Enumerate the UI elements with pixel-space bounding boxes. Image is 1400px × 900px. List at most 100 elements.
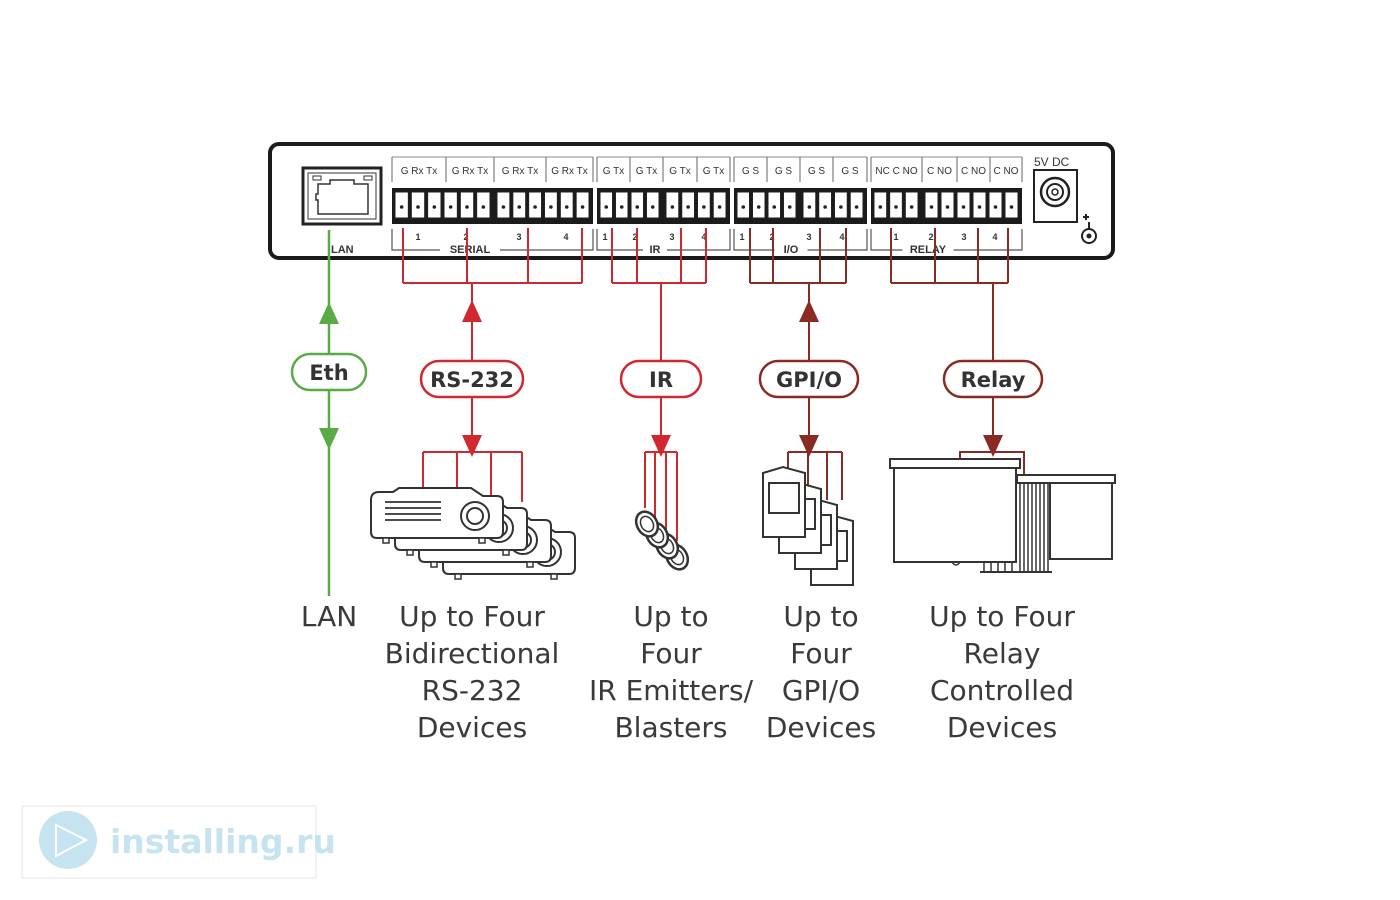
terminal-pin [615,191,629,219]
terminal-pin [559,191,574,219]
terminal-pin [459,191,475,219]
ir-pill-label: IR [649,368,673,392]
group-label-gap [643,244,667,254]
port-number: 3 [669,232,674,242]
terminal-screw [787,205,792,209]
io-group-label: I/O [784,244,799,256]
terminal-screw [549,205,553,209]
pin-header-label: G Rx Tx [401,166,437,177]
lan-port[interactable] [301,166,383,226]
watermark: installing.ru [21,805,336,879]
ir-caption-line: Four [640,637,702,670]
relay-pill [942,359,1044,399]
terminal-pin [544,191,558,219]
arrow-down-icon [983,435,1003,457]
ir-caption-line: IR Emitters/ [589,674,754,707]
terminal-pin [646,191,660,219]
terminal-screw [650,205,655,209]
terminal-screw [993,205,998,209]
port-number: 4 [701,232,706,242]
terminal-pin [940,191,955,219]
group-label-gap [902,244,954,254]
ir-link: IR Up to Four IR Emitters/Blasters [589,228,754,744]
terminal-pin [924,191,939,219]
pin-header-label: G Tx [603,166,624,177]
port-number: 4 [839,232,844,242]
pin-header-label: G Rx Tx [502,166,538,177]
pin-header-label: C NO [927,166,952,177]
terminal-pin [873,191,888,219]
terminal-screw [977,205,982,209]
ir-caption-line: Up to [633,600,708,633]
relay-caption-line: Up to Four [929,600,1075,633]
gpio-caption-line: GPI/O [782,674,860,707]
port-number: 1 [893,232,898,242]
terminal-screw [894,205,898,209]
center-positive-polarity-icon [1081,214,1097,244]
gpio-caption-line: Up to [783,600,858,633]
gpio-device-stack-icon [762,451,854,586]
eth-caption-line: LAN [301,600,357,633]
terminal-pin [665,191,680,219]
arrow-down-icon [799,435,819,457]
arrow-down-icon [651,435,671,457]
terminal-pin [697,191,711,219]
pin-header-label: G Rx Tx [551,166,587,177]
terminal-screw [580,205,585,209]
terminal-pin [410,191,426,219]
arrow-down-icon [462,435,482,457]
port-number: 4 [992,232,997,242]
terminal-screw [501,205,506,209]
arrow-up-icon [319,302,339,324]
arrow-up-icon [462,300,482,322]
rs232-pill-label: RS-232 [430,368,514,392]
pin-header-label: G Rx Tx [452,166,488,177]
ir-pill [619,359,703,399]
terminal-screw [448,205,453,209]
terminal-screw [854,205,859,209]
terminal-screw [619,205,624,209]
terminal-screw [702,205,706,209]
terminal-pin [512,191,527,219]
gpio-caption-line: Devices [766,711,876,744]
terminal-screw [635,205,640,209]
relay-pill-label: Relay [961,368,1026,392]
port-number: 2 [928,232,933,242]
terminal-screw [465,205,469,209]
power-jack[interactable] [1033,169,1078,223]
terminal-screw [533,205,537,209]
pin-header-label: C NO [994,166,1019,177]
rs232-pill [419,359,525,399]
terminal-pin [752,191,766,219]
terminal-screw [517,205,522,209]
pin-header-label: G S [841,166,859,177]
power-label: 5V DC [1034,155,1070,169]
terminal-pin [575,191,590,219]
terminal-pin [834,191,848,219]
terminal-pin [889,191,903,219]
serial-port-group: G Rx TxG Rx TxG Rx TxG Rx Tx1234SERIAL [391,156,594,256]
terminal-pin [394,191,409,219]
relay-caption-line: Relay [964,637,1041,670]
gpio-pill [758,359,860,399]
terminal-pin [972,191,987,219]
pin-header-label: G S [775,166,793,177]
terminal-pin [818,191,832,219]
projector-stack-icon [370,451,576,580]
installing-logo-icon [39,811,97,869]
terminal-screw [399,205,404,209]
terminal-pin [427,191,442,219]
arrow-up-icon [799,300,819,322]
gpio-caption-line: Four [790,637,852,670]
terminal-pin [443,191,458,219]
terminal-screw [961,205,966,209]
logo-play-glyph [55,823,89,858]
ir-caption-line: Blasters [614,711,727,744]
terminal-pin [767,191,781,219]
terminal-pin [802,191,817,219]
serial-group-label: SERIAL [450,244,491,256]
port-number: 3 [516,232,521,242]
